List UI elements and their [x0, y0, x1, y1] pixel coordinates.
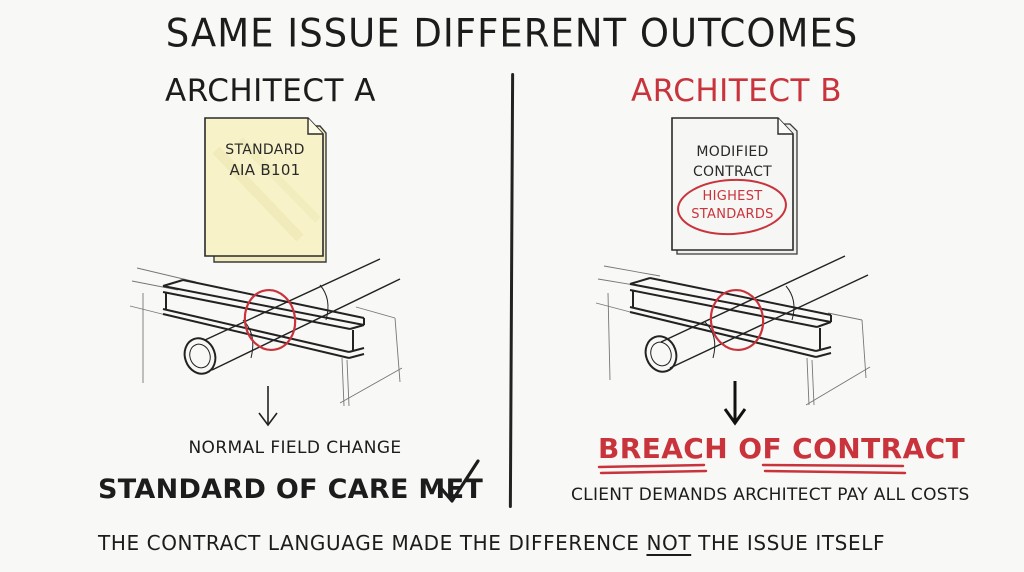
normal-field-change-label: NORMAL FIELD CHANGE — [188, 438, 402, 458]
footer-conclusion: THE CONTRACT LANGUAGE MADE THE DIFFERENC… — [98, 531, 885, 555]
architect-b-heading: ARCHITECT B — [631, 73, 843, 109]
standard-contract-document-icon — [204, 117, 327, 263]
highlight-line2: STANDARDS — [691, 207, 774, 222]
footer-emphasis: NOT — [646, 531, 692, 555]
standard-of-care-met-label: STANDARD OF CARE MET — [98, 474, 484, 505]
right-document-line2: CONTRACT — [692, 164, 773, 180]
footer-part1: THE CONTRACT LANGUAGE MADE THE DIFFERENC… — [98, 531, 647, 555]
beam-pipe-clash-left-icon — [129, 258, 403, 427]
client-demands-label: CLIENT DEMANDS ARCHITECT PAY ALL COSTS — [571, 485, 970, 505]
right-document-text: MODIFIED CONTRACT — [675, 142, 790, 182]
right-document-line1: MODIFIED — [696, 144, 769, 160]
left-document-text: STANDARD AIA B101 — [210, 140, 320, 180]
modified-contract-document-icon — [671, 117, 798, 255]
contract-word: CONTRACT — [792, 432, 966, 465]
breach-of-contract-label: BREACH OF CONTRACT — [598, 432, 965, 465]
breach-word: BREACH — [598, 432, 729, 465]
highlight-circle-icon — [677, 178, 787, 236]
page-title: SAME ISSUE DIFFERENT OUTCOMES — [165, 10, 859, 57]
red-underline-icon — [597, 463, 907, 475]
of-word: OF — [738, 432, 782, 465]
beam-pipe-clash-right-icon — [595, 255, 871, 426]
highlight-line1: HIGHEST — [702, 189, 763, 204]
left-document-line1: STANDARD — [225, 142, 305, 158]
architect-a-heading: ARCHITECT A — [165, 73, 376, 109]
right-document-highlight: HIGHEST STANDARDS — [680, 188, 785, 224]
footer-part2: THE ISSUE ITSELF — [691, 531, 886, 555]
checkmark-icon — [438, 459, 480, 503]
left-document-line2: AIA B101 — [229, 161, 301, 179]
